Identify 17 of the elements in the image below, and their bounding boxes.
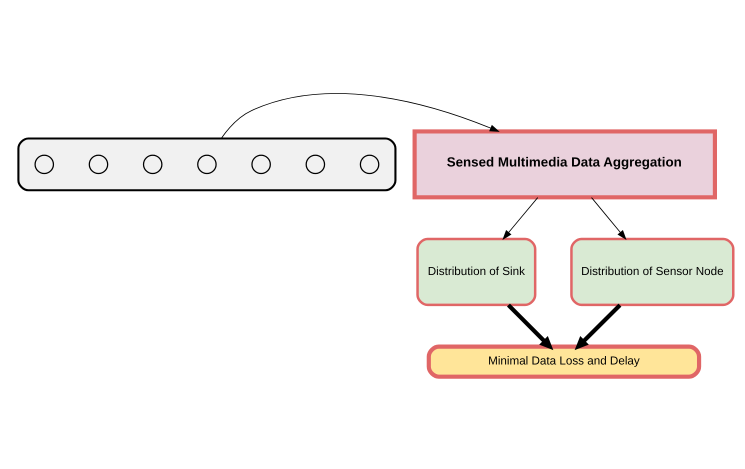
node-circle xyxy=(306,154,326,174)
node-box: Sensed Multimedia Data Aggregation xyxy=(412,128,717,199)
node-circle xyxy=(197,154,217,174)
node-box: Distribution of Sink xyxy=(416,237,536,306)
arrow xyxy=(502,196,538,240)
node-circle xyxy=(142,154,162,174)
arrow xyxy=(574,303,622,350)
node-circle xyxy=(360,154,380,174)
arrow xyxy=(506,303,554,350)
node-circle xyxy=(34,154,54,174)
node-circle xyxy=(88,154,108,174)
node-box: Minimal Data Loss and Delay xyxy=(426,344,702,378)
node-box: Distribution of Sensor Node xyxy=(570,237,735,306)
arrow xyxy=(591,196,627,240)
cluster xyxy=(17,136,396,191)
arrow xyxy=(220,92,500,138)
node-circle xyxy=(251,154,271,174)
